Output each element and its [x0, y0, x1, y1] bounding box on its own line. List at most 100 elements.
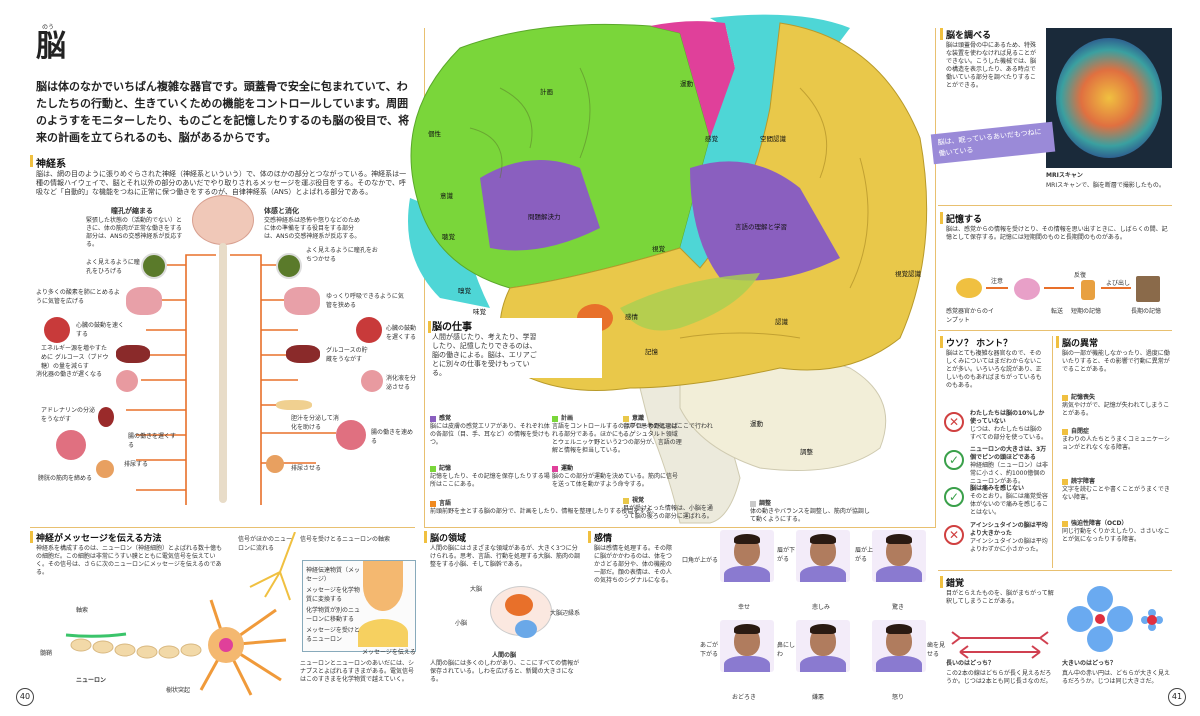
page-number: 41 [1168, 688, 1186, 706]
flow-label: 転送 [1051, 308, 1064, 315]
neuron-label: 信号を受けとるニューロンの軸索 [300, 536, 391, 543]
scan-caption: MRIスキャンで、脳を断層で撮影したもの。 [1046, 182, 1165, 189]
job-item: 意識 [623, 415, 713, 423]
eye-icon [141, 253, 167, 279]
brain-jobs-body: 人間が感じたり、考えたり、学習したり、記憶したりできるのは、脳の働きによる。脳は… [432, 333, 537, 377]
cross-icon: ✕ [944, 525, 964, 545]
face-fear [720, 620, 774, 672]
divider [425, 527, 935, 528]
axon-illustration [240, 531, 310, 602]
pancreas-icon [276, 400, 312, 410]
page-number: 40 [16, 688, 34, 706]
memory-heading: 記憶する [946, 215, 983, 225]
myth-item: わたしたちは脳の10%しか使っていないじつは、わたしたちは脳のすべての部分を使っ… [970, 410, 1048, 441]
scan-tag: 脳は、眠っているあいだもつねに働いている [930, 121, 1056, 165]
stomach-icon [361, 370, 383, 392]
regions-heading: 脳の領域 [430, 534, 467, 544]
region-label: 言語の理解と学習 [735, 223, 787, 231]
disorders-heading: 脳の異常 [1062, 339, 1099, 349]
neuron-body: 神経系を構成するのは、ニューロン（神経細胞）とよばれる数十億もの細胞だ。この細胞… [36, 545, 223, 576]
neuron-heading: 神経がメッセージを伝える方法 [36, 534, 162, 544]
liver-icon [286, 345, 320, 363]
face-caption: 幸せ [738, 604, 751, 611]
intro-text: 脳は体のなかでいちばん複雑な器官です。頭蓋骨で安全に包まれていて、わたしたちの行… [36, 80, 410, 144]
job-text: 音声や思考の処理はここで行われる。 [623, 423, 713, 438]
job-item: 調整 体の動きやバランスを調整し、筋肉が協調して動くようにする。 [750, 500, 870, 523]
region-label: 運動 [750, 420, 763, 428]
region-label: 感情 [625, 313, 638, 321]
disorder-item: 記憶喪失病気やけがで、記憶が失われてしまうことがある。 [1062, 394, 1170, 417]
brain-icon [1014, 278, 1040, 300]
divider [1052, 336, 1053, 568]
myths-heading: ウソ？ ホント？ [946, 339, 1013, 349]
spinal-cord [219, 243, 227, 503]
section-bar [940, 336, 943, 348]
page-title-block: のう 脳 [36, 22, 66, 63]
neuron-label: 髄鞘 [40, 650, 53, 657]
face-caption: 嫌悪 [812, 694, 825, 701]
nerve-label-left: 膀胱の筋肉を締める [38, 475, 93, 482]
myths-body: 脳はとても複雑な器官なので、そのしくみについてはまだわからないことが多い。いろい… [946, 350, 1042, 389]
regions-diagram [470, 580, 570, 650]
face-caption: 悲しみ [812, 604, 831, 611]
bladder-icon [96, 460, 114, 478]
scan-heading: 脳を調べる [946, 31, 992, 41]
section-bar [424, 531, 427, 543]
right-header: 体感と消化 [264, 207, 299, 215]
divider [938, 570, 1172, 571]
face-note: 眉が上がる [855, 547, 874, 563]
job-item: 記憶 記憶をしたり、その記憶を保存したりする場所はここにある。 [430, 465, 550, 488]
job-text: 目が受けとった情報は、小脳を通って脳の後ろの部分に運ばれる。 [623, 505, 713, 520]
synapse-label: メッセージを受けとるニューロン [306, 627, 360, 643]
job-item: 言語 前頭前野を主とする脳の部分で、計画をしたり、情報を整理したりする役目をする… [430, 500, 658, 515]
job-item: 感覚 脳には皮膚の感覚エリアがあり、それぞれ体の各部位（目、手、耳など）の情報を… [430, 415, 551, 446]
emotions-body: 脳は感情を処理する。その際に脳がかかわるのは、体をつかさどる部分や、体の機能の一… [594, 545, 673, 584]
nerve-label-right: ゆっくり呼吸できるように気管を狭める [326, 293, 404, 309]
flow-label: よび出し [1106, 280, 1131, 287]
synapse-label: 化学物質が別のニューロンに移動する [306, 607, 361, 623]
region-label: 個性 [428, 130, 441, 138]
section-bar [1056, 336, 1059, 348]
memory-body: 脳は、感覚からの情報を受けとり、その情報を思い出すときに、しばらくの間、記憶とし… [946, 226, 1168, 241]
nerve-label-right: 胆汁を分泌して消化を助ける [291, 415, 339, 431]
section-bar [30, 155, 33, 167]
emotions-heading: 感情 [594, 534, 613, 544]
section-bar [940, 212, 943, 224]
disorder-item: 読字障害文字を読むことや書くことがうまくできない障害。 [1062, 478, 1170, 501]
nerve-label-left: 排尿する [124, 461, 149, 468]
illusion-body: 目がとらえたものを、脳がまちがって解釈してしまうことがある。 [946, 590, 1054, 605]
scan-caption-title: MRIスキャン [1046, 172, 1083, 179]
regions-label: 大脳 [470, 586, 483, 593]
nerve-label-right: 消化液を分泌させる [386, 375, 417, 391]
brain-small [192, 195, 254, 245]
face-sad [796, 530, 850, 582]
stomach-icon [116, 370, 138, 392]
disorder-item: 自閉症まわりの人たちとうまくコミュニケーションがとれなくなる障害。 [1062, 428, 1170, 451]
scan-body: 脳は頭蓋骨の中にあるため、特殊な装置を使わなければ見ることができない。こうした機… [946, 42, 1037, 89]
right-intro: 交感神経系は恐怖や怒りなどのために体の準備をする役目をする部分は、ANSの交感神… [264, 217, 361, 240]
nerve-label-right: 心臓の鼓動を遅くする [386, 325, 417, 341]
nerve-label-right: よく見えるように瞳孔をおちつかせる [306, 247, 378, 263]
nervous-body: 脳は、網の目のように張りめぐらされた神経（神経系といういう）で、体のほかの部分と… [36, 170, 407, 196]
brain-jobs: 脳の仕事 人間が感じたり、考えたり、学習したり、記憶したりできるのは、脳の働きに… [428, 318, 602, 378]
bladder-icon [266, 455, 284, 473]
face-surprise [872, 530, 926, 582]
heart-icon [356, 317, 382, 343]
illusion-q2-text: 真ん中の赤い円は、どちらが大きく見えるだろうか。じつは同じ大きさだ。 [1062, 670, 1171, 685]
illusion-q2: 大きいのはどっち？ [1062, 660, 1117, 667]
nerve-label-left: エネルギー源を増やすために グルコース（ブドウ糖）の量を減らす [41, 345, 109, 370]
cross-icon: ✕ [944, 412, 964, 432]
neuron-diagram: 髄鞘 軸索 ニューロン 樹状突起 [36, 590, 296, 705]
page-title: 脳 [36, 29, 66, 64]
face-note: 歯を見せる [927, 642, 946, 658]
myth-item: ニューロンの大きさは、3万個でピンの頭ほどである神経細胞（ニューロン）は非常に小… [970, 446, 1049, 485]
title-furigana: のう [42, 24, 55, 31]
nerve-label-left: 腸の働きを遅くする [128, 433, 177, 449]
nerve-label-left: アドレナリンの分泌をうながす [41, 407, 96, 423]
mri-scan-image [1046, 28, 1172, 168]
myth-item: アインシュタインの脳は平均より大きかったアインシュタインの脳は平均よりわずかに小… [970, 522, 1048, 553]
flow-label: 短期の記憶 [1071, 308, 1102, 315]
region-label: 認識 [775, 318, 788, 326]
face-anger [872, 620, 926, 672]
section-bar [940, 28, 943, 40]
